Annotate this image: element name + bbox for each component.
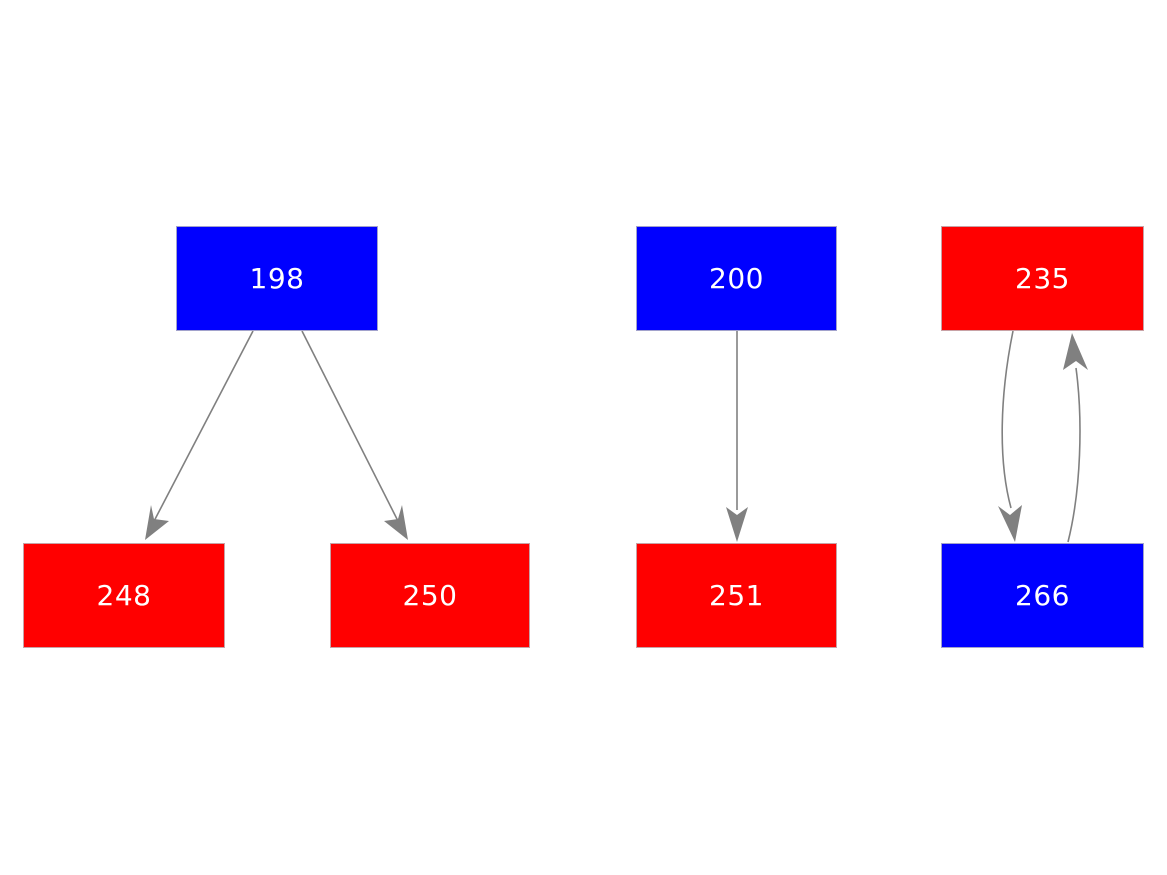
node-251[interactable]: 251 [636,543,837,648]
node-label: 266 [1015,578,1070,612]
node-label: 250 [402,578,458,612]
edge-235-266 [998,330,1022,542]
node-label: 198 [249,261,305,295]
node-label: 235 [1015,261,1070,295]
node-label: 248 [96,578,152,612]
edge-200-251 [726,331,748,542]
edge-266-235 [1063,333,1088,543]
node-250[interactable]: 250 [330,543,530,648]
node-label: 200 [709,261,764,295]
node-248[interactable]: 248 [23,543,225,648]
node-266[interactable]: 266 [941,543,1144,648]
node-235[interactable]: 235 [941,226,1144,331]
edge-198-250 [301,330,408,540]
node-198[interactable]: 198 [176,226,378,331]
edge-198-248 [145,330,254,540]
node-200[interactable]: 200 [636,226,837,331]
node-label: 251 [709,578,764,612]
